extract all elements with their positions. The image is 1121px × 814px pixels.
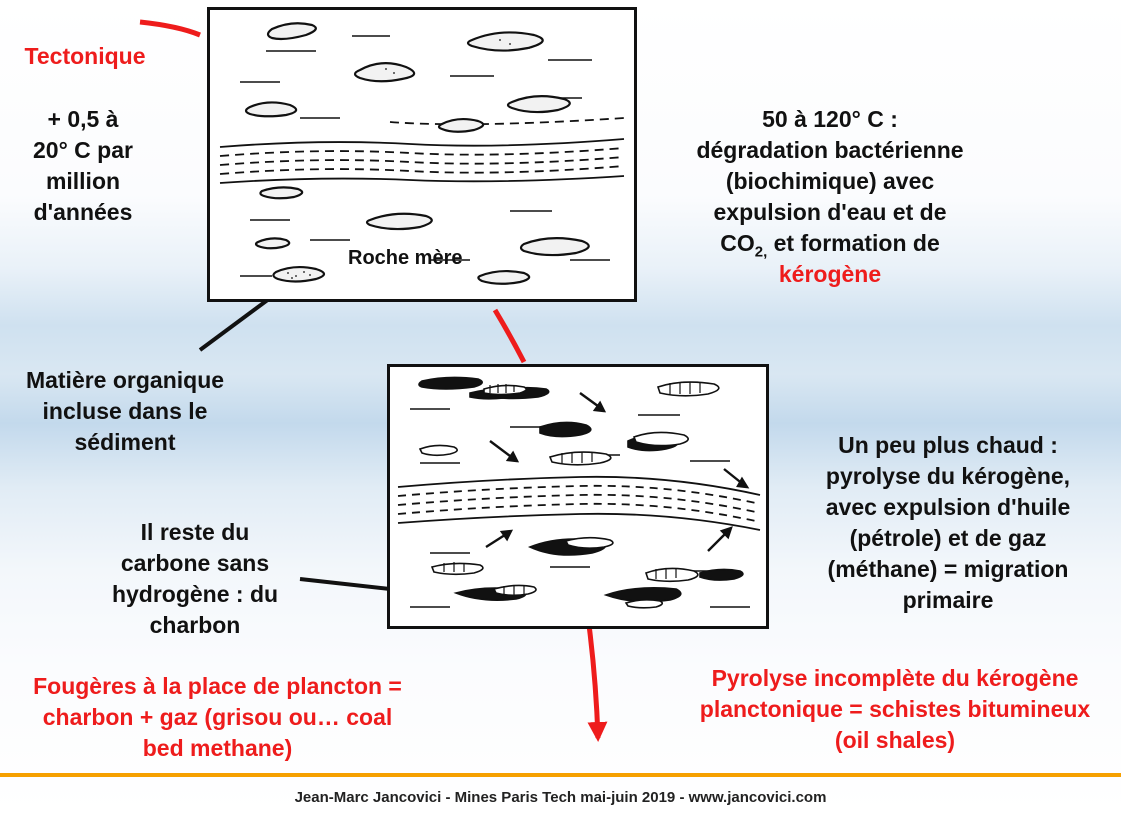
primary-migration-diagram	[387, 364, 769, 629]
co2-text: CO	[720, 230, 755, 256]
source-rock-diagram: Roche mère	[207, 7, 637, 302]
temperature-range: 50 à 120° C :	[762, 106, 898, 132]
red-path-bottom-arrow	[586, 624, 608, 742]
degradation-line-3: (biochimique) avec	[725, 168, 935, 194]
remaining-carbon-text: Il reste du carbone sans hydrogène : du …	[111, 519, 279, 638]
oil-shales-text: Pyrolyse incomplète du kérogène plancton…	[699, 665, 1091, 753]
kerogen-label: kérogène	[778, 261, 882, 287]
footer-divider	[0, 773, 1121, 777]
tectonic-label: Tectonique	[24, 43, 146, 69]
red-path-top	[139, 19, 201, 38]
degradation-line-5: CO2, et formation de	[655, 228, 1005, 261]
degradation-line-4: expulsion d'eau et de	[713, 199, 947, 225]
heating-rate-label: + 0,5 à 20° C par million d'années	[33, 106, 133, 225]
degradation-line-2: dégradation bactérienne	[696, 137, 964, 163]
footer-credit: Jean-Marc Jancovici - Mines Paris Tech m…	[294, 789, 827, 806]
pyrolysis-migration-text: Un peu plus chaud : pyrolyse du kérogène…	[825, 432, 1071, 613]
bacterial-degradation-text: 50 à 120° C : dégradation bactérienne (b…	[655, 104, 1005, 290]
formation-text: et formation de	[767, 230, 940, 256]
source-rock-label: Roche mère	[348, 247, 463, 269]
ferns-coal-text: Fougères à la place de plancton = charbo…	[33, 673, 402, 761]
co2-subscript: 2,	[754, 243, 768, 261]
red-path-middle	[492, 308, 527, 364]
organic-matter-label: Matière organique incluse dans le sédime…	[25, 367, 225, 455]
